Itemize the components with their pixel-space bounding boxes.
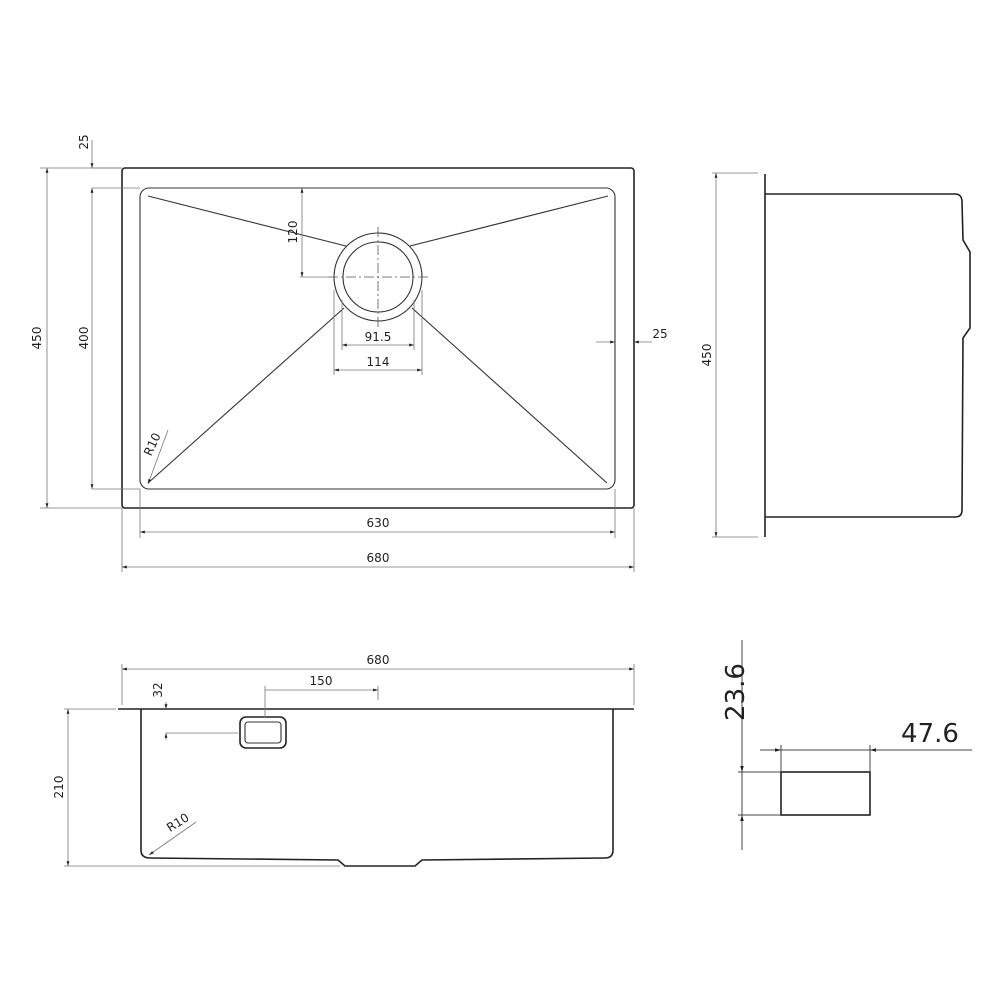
front-profile bbox=[140, 709, 614, 867]
dim-overall-depth: 450 bbox=[30, 327, 44, 350]
dim-flange-top: 25 bbox=[77, 134, 91, 149]
side-view: 450 bbox=[700, 172, 971, 538]
dim-overflow-height: 23.6 bbox=[721, 663, 751, 721]
dim-overflow-drop: 32 bbox=[151, 682, 165, 697]
dim-inner-width: 630 bbox=[367, 516, 390, 530]
dim-overall-width: 680 bbox=[367, 551, 390, 565]
dim-corner-radius: R10 bbox=[141, 431, 164, 458]
dim-side-depth: 450 bbox=[700, 344, 714, 367]
dim-height: 210 bbox=[52, 776, 66, 799]
dim-inner-depth: 400 bbox=[77, 327, 91, 350]
top-view: 25 450 400 120 91.5 114 25 630 680 R10 bbox=[30, 134, 668, 572]
front-view: 680 150 32 210 R10 bbox=[52, 653, 635, 867]
inner-bowl bbox=[139, 187, 616, 490]
dim-drain-inner: 91.5 bbox=[365, 330, 392, 344]
dim-overflow-offset: 150 bbox=[310, 674, 333, 688]
dim-drain-offset: 120 bbox=[286, 221, 300, 244]
overflow-slot-inner bbox=[244, 721, 282, 744]
dim-front-width: 680 bbox=[367, 653, 390, 667]
dim-overflow-width: 47.6 bbox=[901, 719, 959, 749]
dim-drain-outer: 114 bbox=[367, 355, 390, 369]
side-profile bbox=[765, 193, 971, 518]
overflow-detail: 23.6 47.6 bbox=[721, 640, 972, 850]
overflow-slot-outer bbox=[239, 716, 287, 749]
overflow-detail-rect bbox=[780, 771, 871, 816]
dim-front-radius: R10 bbox=[164, 810, 191, 834]
outer-flange bbox=[121, 167, 635, 509]
drain-slope-lines bbox=[147, 195, 609, 484]
dim-flange-right: 25 bbox=[652, 327, 667, 341]
